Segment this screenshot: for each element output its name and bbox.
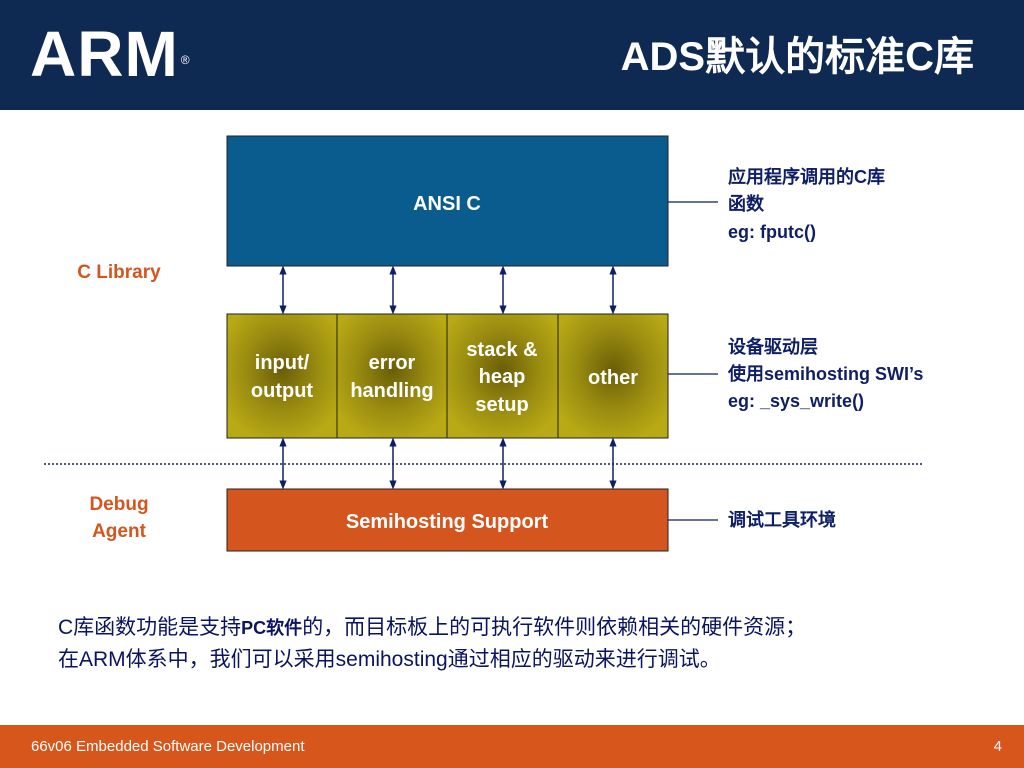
ansi-to-module-arrows [279,265,617,315]
slide-footer: 66v06 Embedded Software Development 4 [0,725,1024,768]
body-text: C库函数功能是支持PC软件的，而目标板上的可执行软件则依赖相关的硬件资源； 在A… [58,612,998,675]
module-label-stack-1: stack & [466,339,537,361]
c-library-label: C Library [77,262,161,283]
body-line-2: 在ARM体系中，我们可以采用semihosting通过相应的驱动来进行调试。 [58,648,721,671]
module-label-error-1: error [369,352,416,374]
ansi-note-line3: eg: fputc() [728,222,816,242]
c-library-diagram: ANSI C input/ output error handling stac… [44,135,923,552]
debug-agent-label-1: Debug [89,494,148,515]
page-number: 4 [993,738,1002,755]
logo-text: ARM [30,18,179,90]
module-label-error-2: handling [350,380,433,402]
module-label-stack-2: heap [479,366,526,388]
ansi-c-label: ANSI C [413,193,481,215]
device-note-line2: 使用semihosting SWI’s [727,364,923,384]
module-box-input-output [226,313,338,439]
body-line-1-bold: PC软件 [241,618,303,638]
body-line-1-part2: 的，而目标板上的可执行软件则依赖相关的硬件资源； [302,616,807,639]
arm-logo: ARM® [30,20,191,88]
device-note-line3: eg: _sys_write() [728,391,864,411]
body-line-1-part1: C库函数功能是支持 [58,616,242,639]
module-to-semihosting-arrows [279,437,617,490]
module-label-stack-3: setup [475,394,528,416]
module-label-other: other [588,367,638,389]
ansi-note-line2: 函数 [728,193,765,214]
debug-note-line1: 调试工具环境 [728,509,836,530]
module-label-io-1: input/ [255,352,310,374]
module-box-other [557,313,669,439]
ansi-note-line1: 应用程序调用的C库 [728,166,885,187]
footer-course-title: 66v06 Embedded Software Development [31,738,305,755]
slide-header: ARM® ADS默认的标准C库 [0,0,1024,110]
debug-agent-label-2: Agent [92,521,147,542]
body-line-1: C库函数功能是支持PC软件的，而目标板上的可执行软件则依赖相关的硬件资源； [58,612,998,644]
semihosting-label: Semihosting Support [346,511,549,533]
module-label-io-2: output [251,380,314,402]
module-box-error-handling [336,313,448,439]
ansi-c-box [226,135,669,267]
device-note-line1: 设备驱动层 [728,336,818,357]
slide-title: ADS默认的标准C库 [620,35,974,79]
registered-mark: ® [180,53,191,67]
